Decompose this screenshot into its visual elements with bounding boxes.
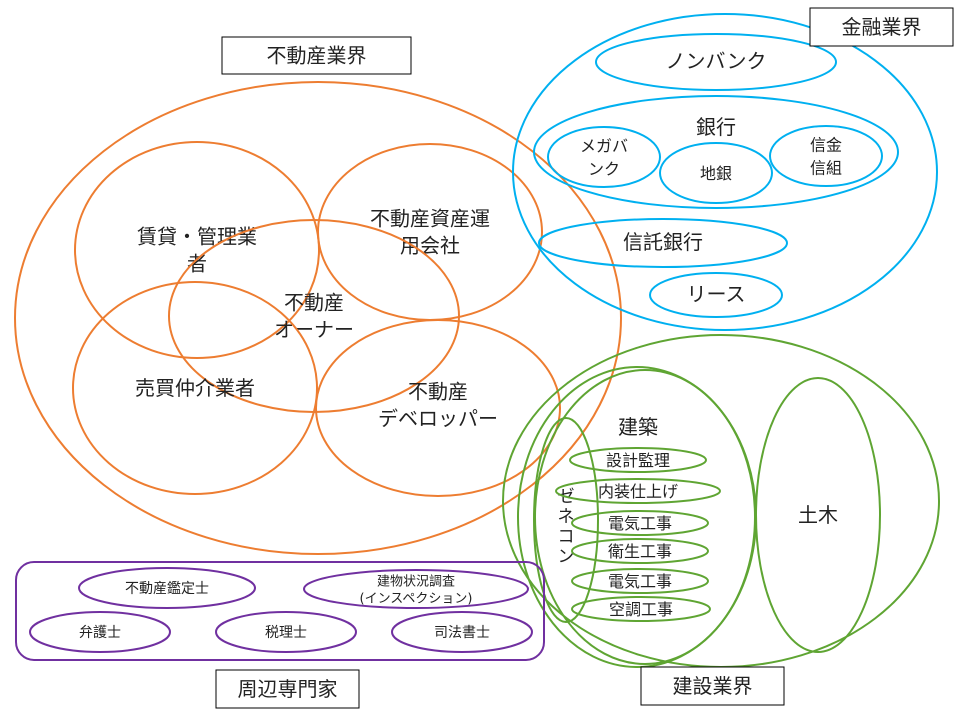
bank-type-label: ンク [588, 160, 620, 179]
real-estate-player-ellipse [315, 319, 561, 497]
construction-work-ellipse [571, 538, 709, 564]
general-contractor-label: コ [558, 527, 575, 547]
general-contractor-label: ン [558, 547, 575, 567]
experts-title-box [215, 669, 360, 709]
bank-type-ellipse [769, 125, 883, 187]
expert-ellipse [29, 611, 171, 653]
real-estate-industry-ellipse [14, 81, 622, 555]
bank-type-ellipse [547, 126, 661, 188]
architecture-label: 建築 [618, 415, 658, 439]
expert-ellipse [391, 611, 533, 653]
general-contractor-ellipse [533, 417, 599, 623]
expert-label: 税理士 [265, 625, 307, 641]
construction-work-ellipse [555, 478, 721, 504]
real-estate-player-label: デベロッパー [378, 407, 498, 431]
bank-type-label: 信組 [810, 159, 842, 178]
expert-label: 不動産鑑定士 [125, 580, 209, 597]
real-estate-player-label: オーナー [274, 318, 354, 342]
real-estate-player-label: 不動産 [284, 291, 344, 315]
expert-ellipse [78, 567, 256, 609]
lease-ellipse [649, 272, 783, 318]
real-estate-player-label: 不動産 [408, 380, 468, 404]
expert-label: (インスペクション) [360, 592, 473, 607]
expert-label: 弁護士 [79, 625, 121, 641]
construction-work-label: 電気工事 [608, 572, 672, 591]
construction-work-label: 設計監理 [606, 451, 670, 470]
lease-label: リース [687, 282, 746, 306]
real-estate-title-box [221, 36, 412, 75]
finance-title-box [809, 7, 954, 47]
bank-type-label: メガバ [580, 137, 628, 156]
finance-industry-ellipse [512, 13, 938, 331]
real-estate-title: 不動産業界 [267, 44, 367, 68]
trust-bank-ellipse [538, 218, 788, 268]
construction-work-label: 空調工事 [609, 600, 673, 619]
real-estate-player-label: 用会社 [400, 234, 460, 258]
construction-title-box [640, 666, 785, 706]
real-estate-player-ellipse [317, 143, 543, 321]
construction-work-ellipse [571, 596, 711, 622]
civil-engineering-label: 土木 [798, 503, 838, 527]
experts-title: 周辺専門家 [238, 677, 338, 701]
civil-engineering-ellipse [755, 377, 881, 653]
expert-ellipse [215, 611, 357, 653]
expert-ellipse [303, 569, 529, 609]
real-estate-player-ellipse [74, 141, 320, 359]
trust-bank-label: 信託銀行 [623, 230, 703, 254]
real-estate-player-label: 賃貸・管理業 [137, 225, 257, 249]
bank-label: 銀行 [696, 115, 736, 139]
construction-work-label: 衛生工事 [608, 542, 672, 561]
expert-label: 建物状況調査 [377, 575, 455, 590]
bank-type-label: 地銀 [700, 164, 732, 183]
bank-type-ellipse [659, 142, 773, 204]
finance-title: 金融業界 [842, 15, 922, 39]
construction-work-label: 内装仕上げ [598, 482, 678, 501]
bank-ellipse [533, 95, 899, 209]
expert-label: 司法書士 [434, 625, 490, 641]
nonbank-label: ノンバンク [666, 49, 767, 73]
general-contractor-label: ネ [558, 507, 575, 527]
real-estate-player-ellipse [72, 281, 318, 495]
construction-work-ellipse [571, 568, 709, 594]
construction-work-ellipse [569, 447, 707, 473]
construction-title: 建設業界 [673, 674, 753, 698]
nonbank-ellipse [595, 33, 837, 91]
real-estate-player-label: 不動産資産運 [370, 207, 490, 231]
experts-group-box [15, 561, 545, 661]
real-estate-player-label: 売買仲介業者 [135, 376, 255, 400]
construction-work-label: 電気工事 [608, 514, 672, 533]
construction-work-ellipse [571, 510, 709, 536]
bank-type-label: 信金 [810, 136, 842, 155]
real-estate-player-label: 者 [187, 252, 207, 276]
